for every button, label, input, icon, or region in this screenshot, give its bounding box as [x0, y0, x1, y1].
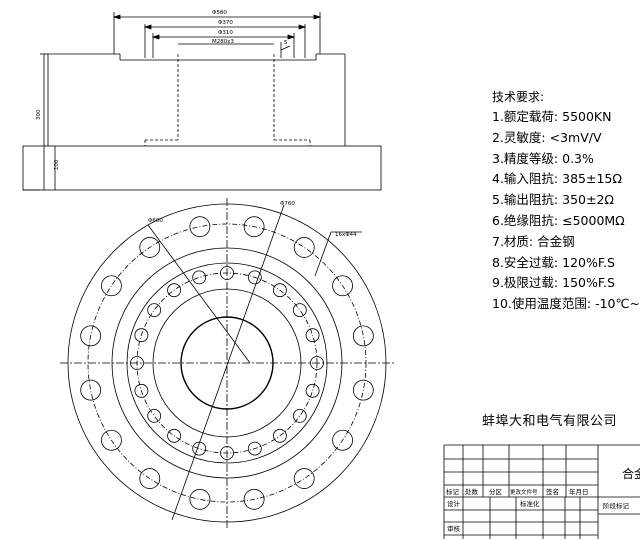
requirement-item: 7.材质: 合金钢 — [492, 233, 575, 249]
tb-label-count: 处数 — [465, 487, 479, 496]
inner-bolt-hole — [292, 303, 307, 318]
requirement-item: 6.绝缘阻抗: ≤5000MΩ — [492, 212, 625, 228]
outer-bolt-hole — [101, 429, 122, 451]
inner-bolt-hole — [305, 383, 320, 398]
tb-name-partial: 合金 — [622, 466, 640, 481]
inner-bolt-hole — [310, 356, 324, 370]
inner-bolt-hole — [130, 356, 144, 370]
dim-d2: Φ370 — [218, 20, 233, 26]
requirement-item: 10.使用温度范围: -10℃~50℃ — [492, 296, 640, 312]
requirement-item: 4.输入阻抗: 385±15Ω — [492, 171, 622, 187]
inner-bolt-hole — [272, 283, 287, 298]
inner-bolt-hole — [305, 328, 320, 343]
tb-label-mark: 标记 — [446, 487, 460, 496]
requirement-item: 5.输出阻抗: 350±2Ω — [492, 192, 614, 208]
elevation-view — [22, 12, 382, 191]
tb-label-change-doc: 更改文件号 — [510, 488, 538, 496]
outer-bolt-hole — [332, 429, 353, 451]
outer-bolt-hole — [80, 325, 102, 347]
inner-bolt-hole — [134, 383, 149, 398]
title-block — [443, 444, 640, 539]
tb-stage: 阶段标记 — [603, 501, 630, 510]
dim-top-width: Φ580 — [212, 10, 227, 16]
outer-bolt-hole — [352, 325, 374, 347]
tb-review: 审核 — [447, 524, 461, 533]
inner-bolt-hole — [292, 408, 307, 423]
dim-height-total: 300 — [36, 109, 42, 120]
inner-bolt-hole — [167, 283, 182, 298]
requirements-list: 1.额定载荷: 5500KN 2.灵敏度: <3mV/V 3.精度等级: 0.3… — [492, 106, 640, 314]
tb-label-date: 年月日 — [569, 487, 589, 496]
outer-bolt-hole — [80, 379, 102, 401]
dim-height-base: 100 — [54, 159, 60, 170]
tb-standardize: 标准化 — [520, 499, 540, 508]
requirement-item: 3.精度等级: 0.3% — [492, 150, 594, 166]
inner-bolt-hole — [272, 428, 287, 443]
dim-pcd-outer: Φ760 — [280, 201, 295, 207]
requirement-item: 1.额定载荷: 5500KN — [492, 109, 612, 124]
requirement-item: 9.极限过载: 150%F.S — [492, 275, 615, 291]
inner-bolt-hole — [220, 266, 234, 280]
inner-bolt-hole — [220, 446, 234, 460]
inner-bolt-hole — [247, 441, 262, 456]
dim-pcd-inner: Φ600 — [148, 218, 163, 224]
inner-bolt-hole — [147, 408, 162, 423]
inner-bolt-hole — [192, 270, 207, 285]
company-name: 蚌埠大和电气有限公司 — [482, 414, 618, 429]
dim-d4: M280x3 — [212, 39, 234, 45]
inner-bolt-hole — [147, 303, 162, 318]
outer-bolt-hole — [189, 488, 211, 510]
outer-bolt-hole — [293, 468, 315, 489]
requirement-item: 2.灵敏度: <3mV/V — [492, 129, 602, 145]
tb-label-zone: 分区 — [489, 487, 503, 496]
outer-bolt-hole — [243, 488, 265, 510]
inner-bolt-hole — [247, 270, 262, 285]
outer-bolt-hole — [293, 237, 315, 258]
inner-bolt-hole — [192, 441, 207, 456]
dim-small-5: 5 — [284, 40, 288, 46]
outer-bolt-hole — [189, 216, 211, 238]
outer-bolt-hole — [139, 468, 161, 489]
outer-bolt-hole — [243, 216, 265, 238]
inner-bolt-hole — [134, 328, 149, 343]
outer-bolt-hole — [101, 275, 122, 297]
outer-bolt-hole — [332, 275, 353, 297]
inner-bolt-hole — [167, 428, 182, 443]
plan-view — [60, 198, 395, 530]
requirement-item: 8.安全过载: 120%F.S — [492, 254, 615, 270]
dim-holes: 16xΦ44 — [335, 232, 357, 238]
dim-d3: Φ310 — [218, 30, 233, 36]
requirements-title: 技术要求: — [492, 90, 545, 104]
tb-label-sign: 签名 — [546, 487, 559, 496]
outer-bolt-hole — [352, 379, 374, 401]
tb-design: 设计 — [447, 499, 461, 508]
outer-bolt-hole — [139, 237, 161, 258]
